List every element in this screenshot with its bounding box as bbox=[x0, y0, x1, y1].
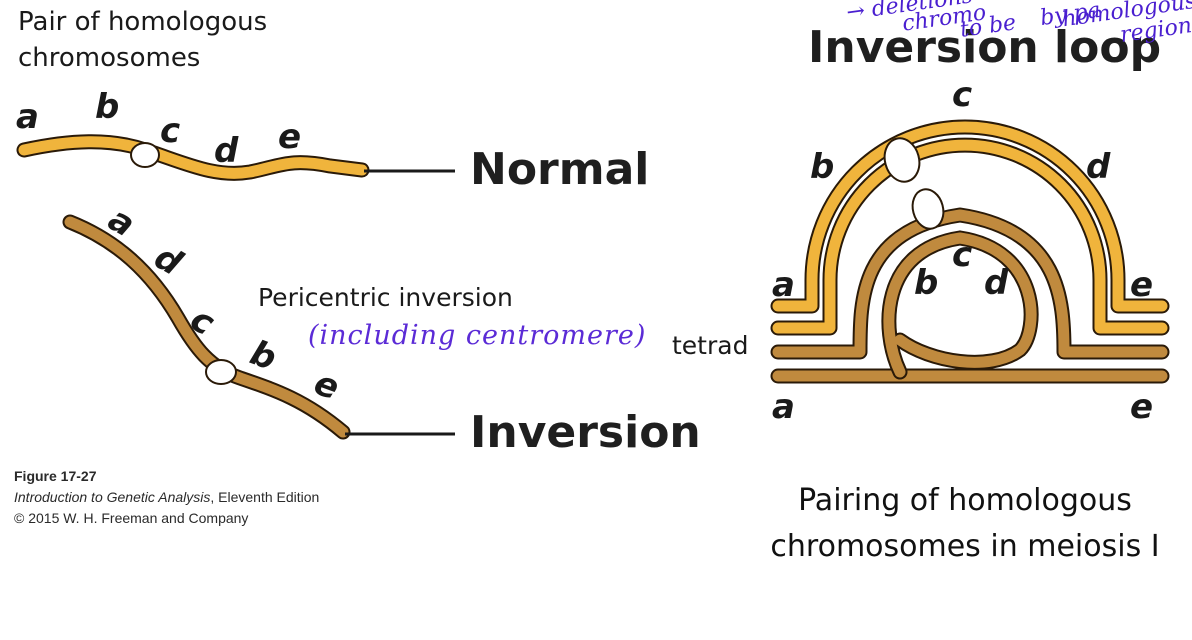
inverted-centromere bbox=[205, 359, 237, 385]
loop-gene-c-inner: c bbox=[952, 235, 972, 275]
normal-gene-e: e bbox=[278, 117, 301, 157]
inverted-chromosome bbox=[62, 214, 455, 440]
pericentric-inversion-label: Pericentric inversion bbox=[258, 283, 513, 312]
loop-gene-b-inner: b bbox=[914, 263, 938, 303]
normal-gene-a: a bbox=[16, 97, 39, 137]
pairing-caption: Pairing of homologous chromosomes in mei… bbox=[770, 483, 1160, 564]
figure-book-title: Introduction to Genetic Analysis bbox=[14, 489, 211, 505]
normal-chromosome bbox=[16, 134, 455, 181]
figure-edition: , Eleventh Edition bbox=[210, 489, 320, 505]
loop-gene-e-outer: e bbox=[1130, 265, 1153, 305]
loop-gene-a-outer: a bbox=[772, 265, 795, 305]
figure-credit: Figure 17-27 Introduction to Genetic Ana… bbox=[14, 466, 319, 529]
normal-label: Normal bbox=[470, 144, 650, 195]
normal-gene-d: d bbox=[214, 131, 239, 171]
inversion-label: Inversion bbox=[470, 407, 701, 458]
inverted-gene-e: e bbox=[309, 363, 344, 408]
normal-centromere bbox=[130, 142, 160, 168]
loop-gene-d-outer: d bbox=[1086, 147, 1111, 187]
inverted-gene-b: b bbox=[245, 333, 282, 379]
handwritten-note: (including centromere) bbox=[308, 320, 647, 351]
normal-gene-c: c bbox=[160, 111, 180, 151]
left-panel-title: Pair of homologous chromosomes bbox=[18, 7, 268, 73]
loop-gene-d-inner: d bbox=[984, 263, 1009, 303]
loop-gene-b-outer: b bbox=[810, 147, 834, 187]
inversion-loop bbox=[770, 119, 1170, 384]
figure-book-line: Introduction to Genetic Analysis, Eleven… bbox=[14, 487, 319, 508]
figure-number: Figure 17-27 bbox=[14, 468, 97, 484]
tetrad-label: tetrad bbox=[672, 331, 749, 360]
loop-gene-e-bottom: e bbox=[1130, 387, 1153, 427]
figure-copyright: © 2015 W. H. Freeman and Company bbox=[14, 510, 249, 526]
loop-gene-a-bottom: a bbox=[772, 387, 795, 427]
inversion-loop-title: Inversion loop bbox=[808, 22, 1162, 73]
loop-centromere-inner bbox=[911, 188, 945, 230]
normal-gene-b: b bbox=[95, 87, 119, 127]
loop-gene-c-outer: c bbox=[952, 75, 972, 115]
loop-centromere-outer bbox=[883, 137, 921, 183]
